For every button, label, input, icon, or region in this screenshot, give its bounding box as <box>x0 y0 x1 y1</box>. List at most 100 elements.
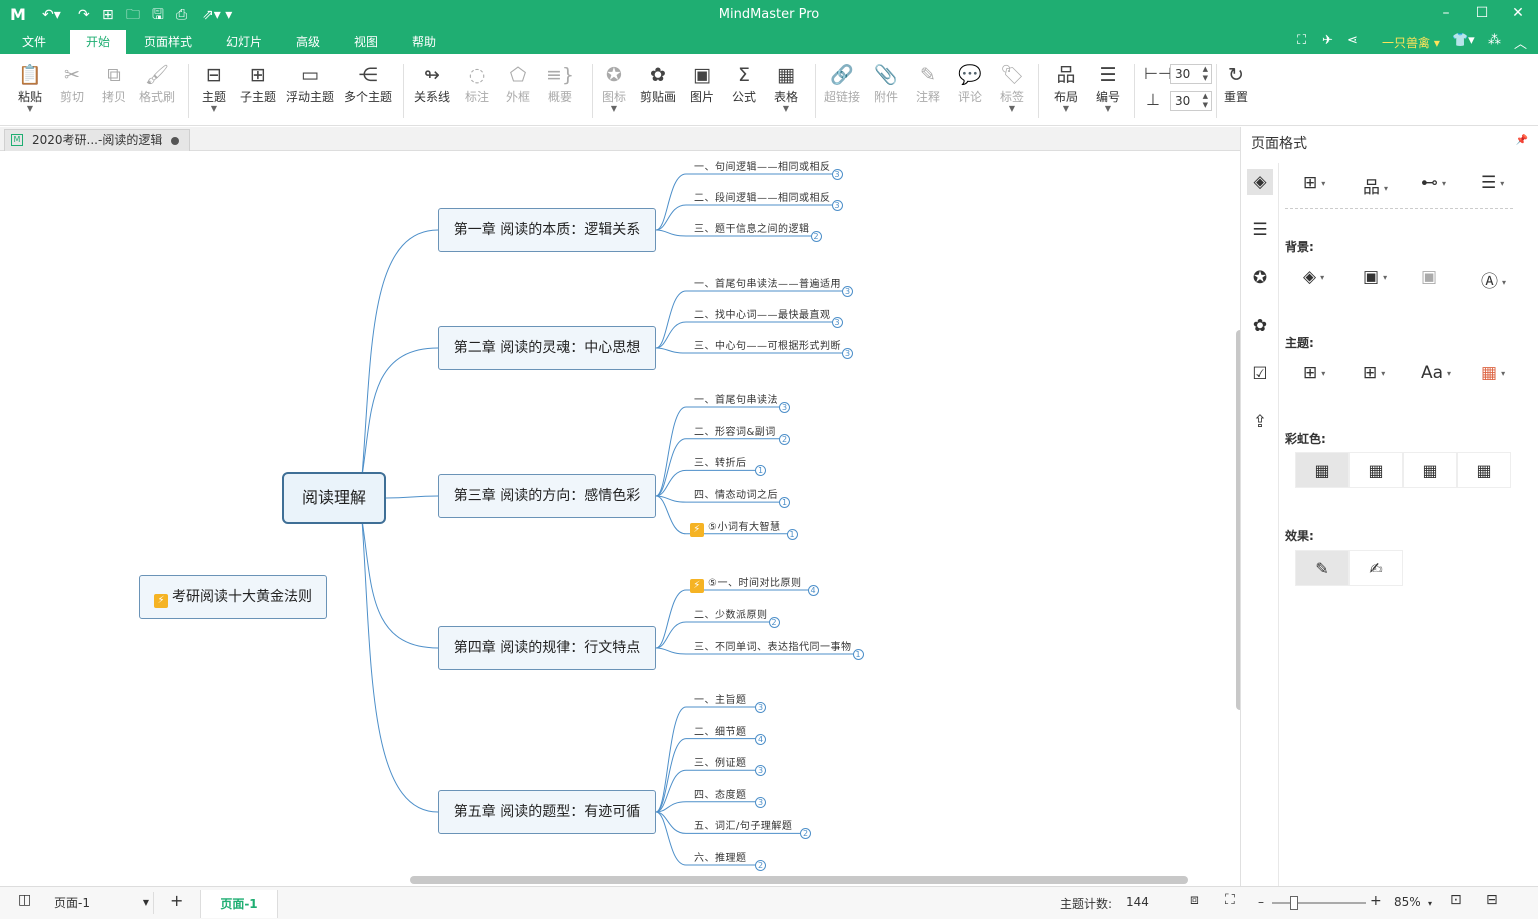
ribbon-button-浮动主题[interactable]: ▭浮动主题 <box>280 62 340 105</box>
zoom-dropdown-icon[interactable]: ▾ <box>1428 899 1433 908</box>
page-tab[interactable]: 页面-1 <box>200 890 278 918</box>
save-icon[interactable]: 🖫 <box>152 7 164 23</box>
fullscreen-mode-icon[interactable]: ⛶ <box>1297 33 1307 48</box>
leaf-topic[interactable]: 二、段间逻辑——相同或相反 <box>694 189 831 204</box>
zoom-slider-thumb[interactable] <box>1290 896 1298 910</box>
new-icon[interactable]: ⊞ <box>102 7 114 23</box>
unsaved-dot-icon[interactable] <box>171 137 179 145</box>
leaf-topic[interactable]: 一、首尾句串读法——普遍适用 <box>694 275 841 290</box>
layout-structure-button[interactable]: ⊞▾ <box>1303 173 1326 193</box>
chapter-topic-4[interactable]: 第四章 阅读的规律：行文特点 <box>438 626 656 670</box>
ribbon-button-重置[interactable]: ↻重置 <box>1206 62 1266 105</box>
leaf-topic[interactable]: 四、情态动词之后 <box>694 486 778 501</box>
leaf-topic[interactable]: ⚡⑤小词有大智慧 <box>690 518 780 537</box>
collapsed-count-badge[interactable]: 1 <box>786 528 798 540</box>
leaf-topic[interactable]: 二、少数派原则 <box>694 606 768 621</box>
menu-item-5[interactable]: 视图 <box>353 35 378 49</box>
task-tab-icon[interactable]: ☑ <box>1252 364 1268 384</box>
menu-item-0[interactable]: 文件 <box>21 35 46 49</box>
effect-option-1[interactable]: ✎ <box>1295 550 1349 586</box>
rainbow-option-2[interactable]: ▦ <box>1349 452 1403 488</box>
collapsed-count-badge[interactable]: 3 <box>755 796 766 808</box>
zoom-out-icon[interactable]: – <box>1258 895 1264 909</box>
horizontal-spacing-input[interactable]: 30▲▼ <box>1170 64 1212 84</box>
menu-item-4[interactable]: 高级 <box>295 35 320 49</box>
leaf-topic[interactable]: 六、推理题 <box>694 849 747 864</box>
ribbon-button-子主题[interactable]: ⊞子主题 <box>228 62 288 105</box>
connector-style-button[interactable]: ⊷▾ <box>1421 173 1447 193</box>
ribbon-button-多个主题[interactable]: ⋲多个主题 <box>338 62 398 105</box>
ribbon-button-主题[interactable]: ⊟主题▼ <box>184 62 244 113</box>
leaf-topic[interactable]: 四、态度题 <box>694 786 747 801</box>
collapsed-count-badge[interactable]: 4 <box>807 585 819 596</box>
outline-tab-icon[interactable]: ☰ <box>1252 220 1268 240</box>
zoom-level[interactable]: 85% <box>1394 895 1421 909</box>
menu-item-2[interactable]: 页面样式 <box>143 35 192 49</box>
chapter-topic-1[interactable]: 第一章 阅读的本质：逻辑关系 <box>438 208 656 252</box>
menu-item-6[interactable]: 帮助 <box>411 35 436 49</box>
collapsed-count-badge[interactable]: 1 <box>755 465 766 477</box>
leaf-topic[interactable]: 二、细节题 <box>694 723 747 738</box>
collapsed-count-badge[interactable]: 1 <box>852 649 864 660</box>
collapsed-count-badge[interactable]: 3 <box>755 765 766 777</box>
collapsed-count-badge[interactable]: 1 <box>779 497 790 509</box>
collapse-panel-icon[interactable]: ⊟ <box>1486 892 1498 908</box>
ribbon-button-表格[interactable]: ▦表格▼ <box>756 62 816 113</box>
background-image-button[interactable]: ▣▾ <box>1363 267 1388 287</box>
leaf-topic[interactable]: 一、句间逻辑——相同或相反 <box>694 158 831 173</box>
export-tab-icon[interactable]: ⇪ <box>1252 412 1268 432</box>
chapter-topic-3[interactable]: 第三章 阅读的方向：感情色彩 <box>438 474 656 518</box>
chapter-topic-5[interactable]: 第五章 阅读的题型：有迹可循 <box>438 790 656 834</box>
ribbon-button-剪贴画[interactable]: ✿剪贴画 <box>628 62 688 105</box>
collapsed-count-badge[interactable]: 3 <box>842 348 853 359</box>
leaf-topic[interactable]: 一、首尾句串读法 <box>694 391 778 406</box>
page-format-tab-icon[interactable]: ◈ <box>1247 169 1273 195</box>
leaf-topic[interactable]: 三、中心句——可根据形式判断 <box>694 337 841 352</box>
floating-topic[interactable]: ⚡考研阅读十大黄金法则 <box>139 575 327 619</box>
chapter-topic-2[interactable]: 第二章 阅读的灵魂：中心思想 <box>438 326 656 370</box>
document-tab[interactable]: M 2020考研...-阅读的逻辑 <box>4 129 190 151</box>
leaf-topic[interactable]: 二、找中心词——最快最直观 <box>694 306 831 321</box>
add-page-icon[interactable]: + <box>170 891 184 910</box>
collapsed-count-badge[interactable]: 2 <box>768 617 780 628</box>
page-select[interactable]: 页面-1▼ <box>50 892 154 914</box>
share-icon[interactable]: ⋖ <box>1347 33 1358 48</box>
stepper-arrows-icon[interactable]: ▲▼ <box>1202 92 1208 109</box>
fullscreen-icon[interactable]: ⛶ <box>1225 892 1235 908</box>
watermark-button[interactable]: Ⓐ▾ <box>1481 272 1507 292</box>
page-panel-icon[interactable]: ◫ <box>18 892 32 908</box>
maximize-icon[interactable]: ☐ <box>1475 5 1489 21</box>
leaf-topic[interactable]: 三、不同单词、表达指代同一事物 <box>694 638 852 653</box>
close-icon[interactable]: ✕ <box>1512 5 1524 21</box>
stepper-arrows-icon[interactable]: ▲▼ <box>1202 65 1208 82</box>
effect-option-2[interactable]: ✍ <box>1349 550 1403 586</box>
mindmap-canvas[interactable]: 阅读理解⚡考研阅读十大黄金法则第一章 阅读的本质：逻辑关系一、句间逻辑——相同或… <box>0 152 1246 886</box>
remove-background-button[interactable]: ▣ <box>1421 267 1438 287</box>
zoom-in-icon[interactable]: + <box>1370 893 1382 909</box>
ribbon-button-图片[interactable]: ▣图片 <box>672 62 732 105</box>
zoom-slider-track[interactable] <box>1272 902 1366 904</box>
collapsed-count-badge[interactable]: 3 <box>779 402 790 413</box>
theme-font-button[interactable]: Aa▾ <box>1421 363 1452 383</box>
collapsed-count-badge[interactable]: 3 <box>831 200 843 211</box>
theme-color-button[interactable]: ▦▾ <box>1481 363 1506 383</box>
rainbow-option-4[interactable]: ▦ <box>1457 452 1511 488</box>
ribbon-button-编号[interactable]: ☰编号▼ <box>1078 62 1138 113</box>
ribbon-button-布局[interactable]: 品布局▼ <box>1036 62 1096 113</box>
theme-layout-button[interactable]: ⊞▾ <box>1363 363 1386 383</box>
fit-width-icon[interactable]: ⊡ <box>1450 892 1462 908</box>
collapsed-count-badge[interactable]: 3 <box>842 286 853 297</box>
undo-icon[interactable]: ↶▾ <box>42 7 61 23</box>
rainbow-option-1[interactable]: ▦ <box>1295 452 1349 488</box>
menu-item-3[interactable]: 幻灯片 <box>225 35 262 49</box>
open-icon[interactable]: 🗀 <box>126 7 140 23</box>
minimize-icon[interactable]: – <box>1442 5 1450 21</box>
collapsed-count-badge[interactable]: 3 <box>755 702 766 713</box>
collapsed-count-badge[interactable]: 3 <box>831 169 843 180</box>
collapsed-count-badge[interactable]: 2 <box>810 231 822 242</box>
theme-button[interactable]: ⊞▾ <box>1303 363 1326 383</box>
ribbon-button-关系线[interactable]: ↬关系线 <box>402 62 462 105</box>
fill-color-button[interactable]: ◈▾ <box>1303 267 1325 287</box>
leaf-topic[interactable]: 三、例证题 <box>694 754 747 769</box>
